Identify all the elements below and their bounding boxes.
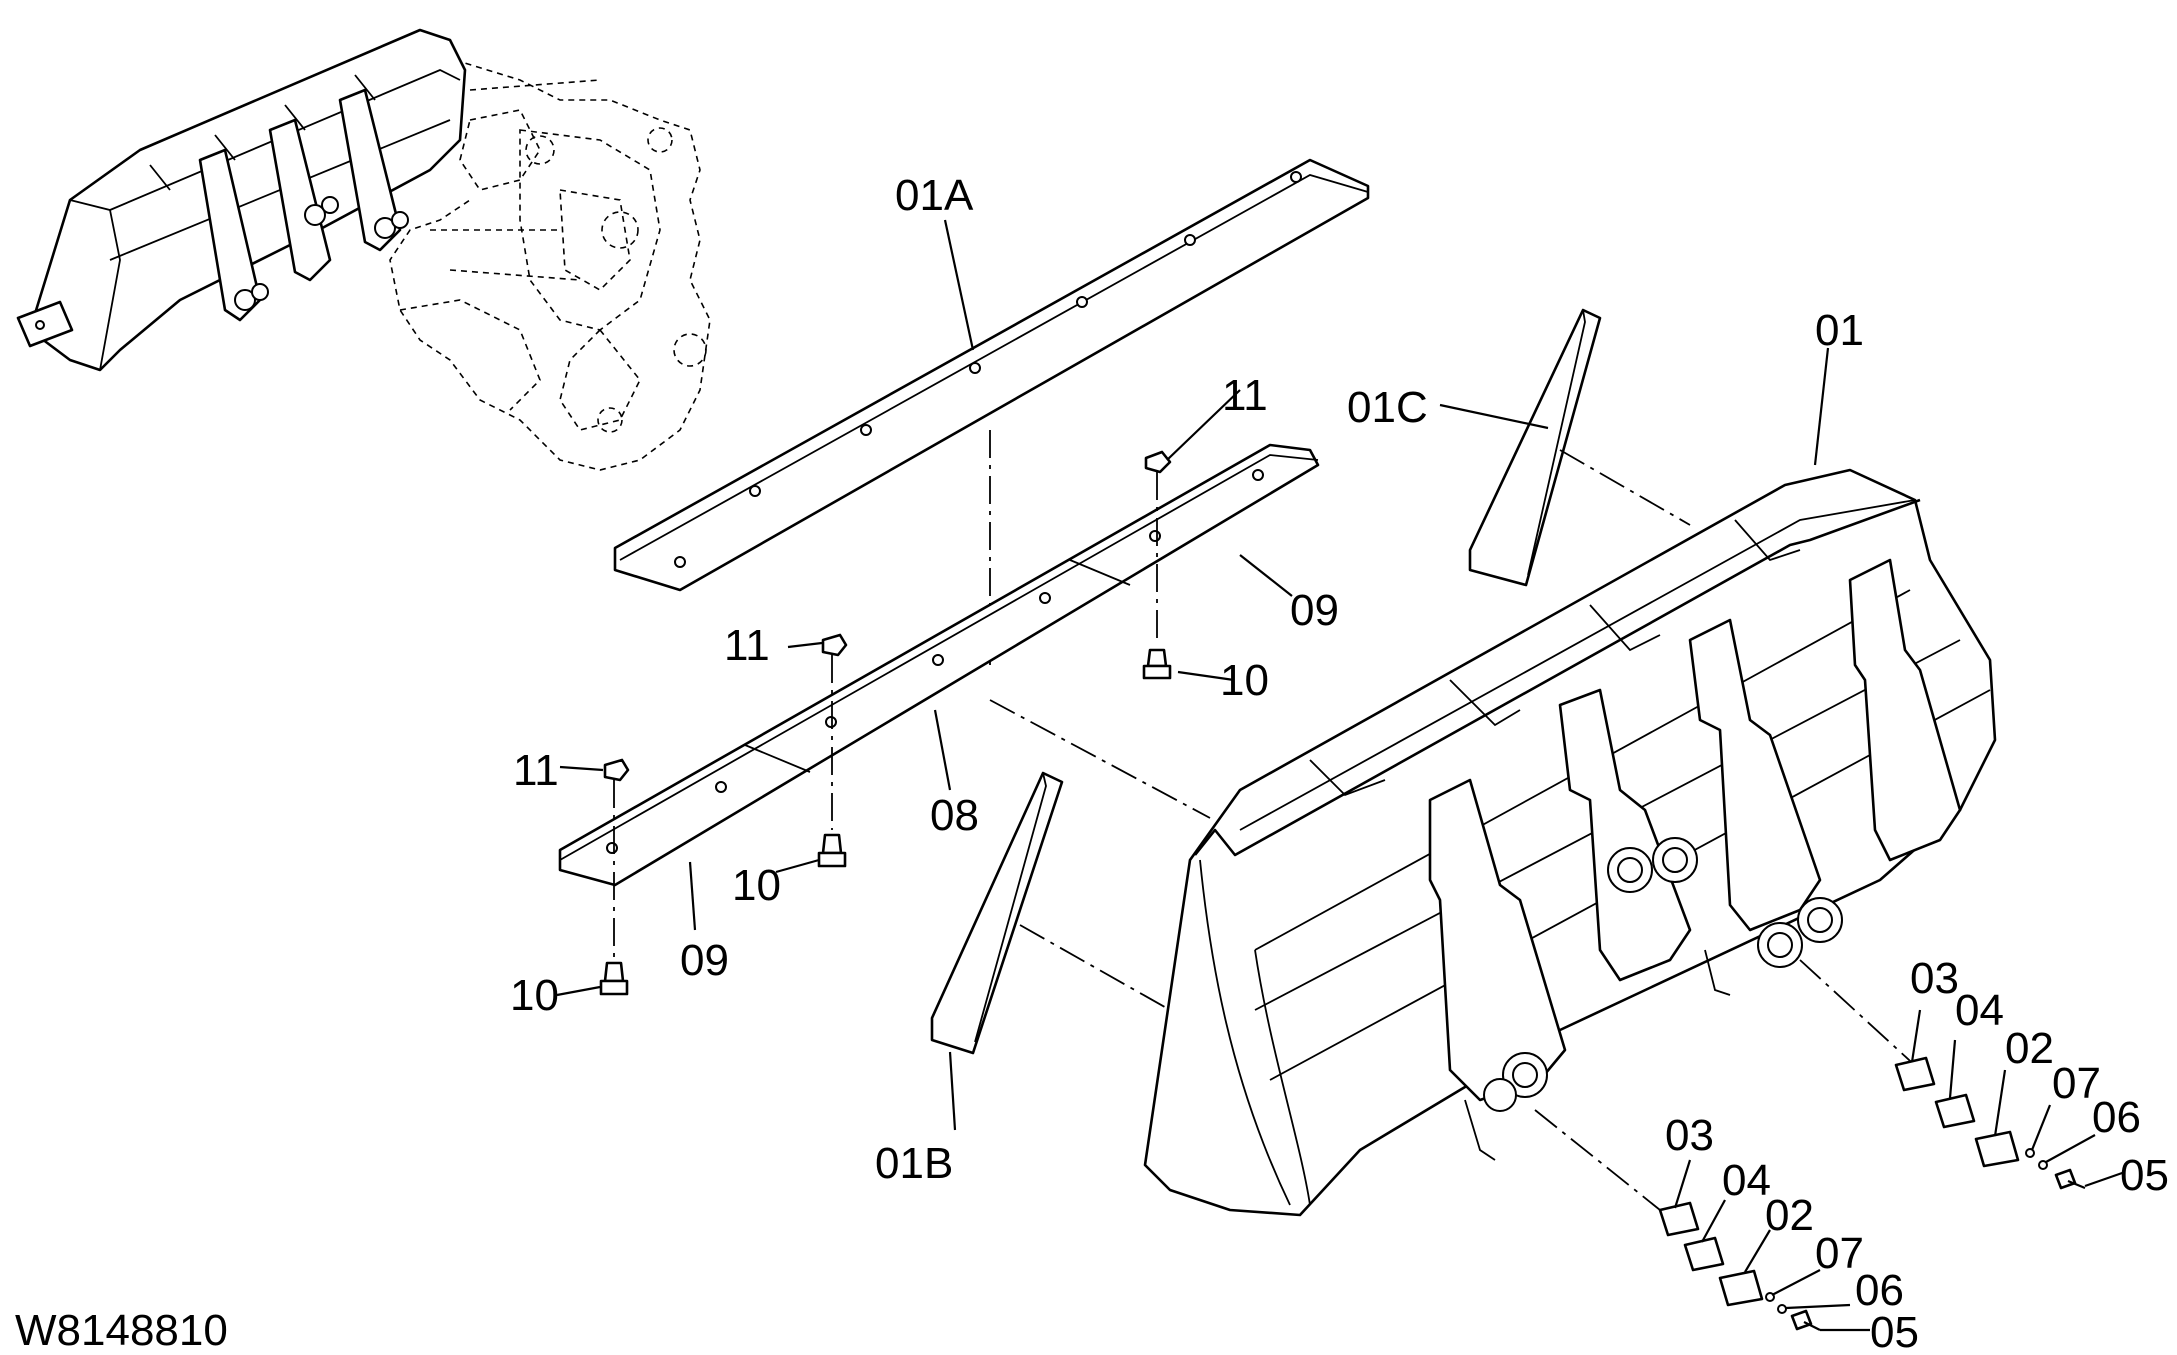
assembly-line-01C [1559,449,1691,526]
overview-inset [16,28,711,471]
callout-05-left: 05 [1870,1308,1919,1355]
callout-01B: 01B [875,1139,953,1188]
callout-01C: 01C [1347,383,1428,432]
overview-bucket [16,28,467,372]
leader-lines [556,219,2126,1332]
callout-11-left: 11 [513,746,559,795]
callout-09-left: 09 [680,936,729,985]
callout-labels: 01 01A 01C 01B 11 09 10 11 11 08 10 09 1… [15,171,2169,1355]
callout-10-left: 10 [510,971,559,1020]
callout-06-right: 06 [2092,1093,2141,1142]
callout-03-right: 03 [1910,954,1959,1003]
assembly-line-edge [989,699,1211,819]
callout-03-left: 03 [1665,1111,1714,1160]
callout-11-middle: 11 [724,621,770,670]
callout-07-right: 07 [2052,1059,2101,1108]
callout-04-right: 04 [1955,986,2004,1035]
cutting-edge-01A [613,158,1370,592]
callout-01A: 01A [895,171,974,220]
edge-segment-08-09 [558,443,1320,887]
loader-ghost-outline [389,59,711,471]
callout-10-right: 10 [1220,656,1269,705]
pin-parts-left [1534,1109,1821,1331]
callout-05-right: 05 [2120,1151,2169,1200]
callout-06-left: 06 [1855,1266,1904,1315]
callout-09-right: 09 [1290,586,1339,635]
callout-01: 01 [1815,306,1864,355]
pin-parts-right [1799,959,2086,1190]
callout-02-right: 02 [2005,1024,2054,1073]
callout-02-left: 02 [1765,1191,1814,1240]
callout-11-top: 11 [1222,371,1268,420]
fasteners-edge [599,450,1172,996]
callout-04-left: 04 [1722,1156,1771,1205]
callout-07-left: 07 [1815,1229,1864,1278]
assembly-line-01B [1019,924,1171,1011]
callout-08: 08 [930,791,979,840]
side-plate-01B [930,771,1064,1055]
side-plate-01C [1468,308,1602,587]
bucket-assembly-01 [1143,468,1997,1217]
callout-10-middle: 10 [732,861,781,910]
drawing-number: W8148810 [15,1306,228,1355]
